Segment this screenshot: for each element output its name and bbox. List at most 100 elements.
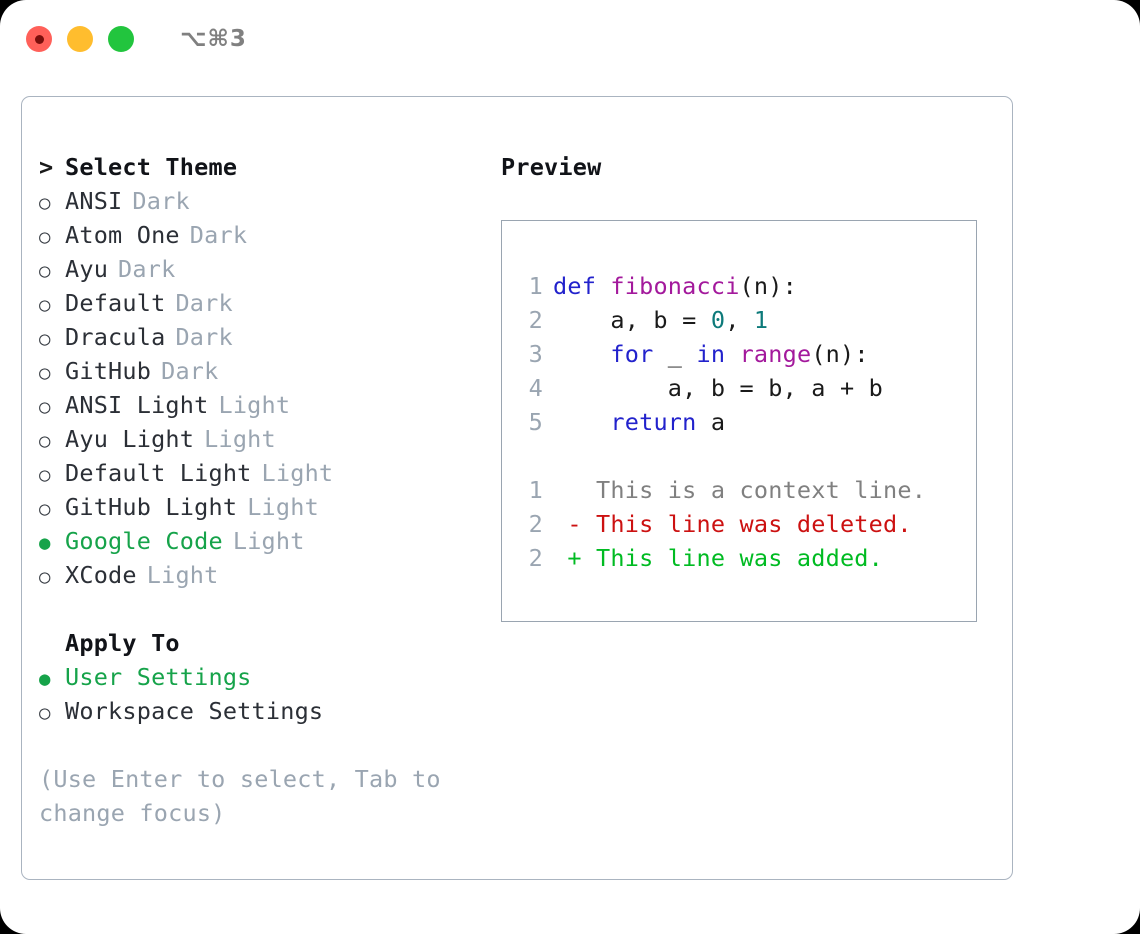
radio-selected-icon[interactable]: ● xyxy=(39,668,51,690)
theme-list-item[interactable]: ○ Atom One Dark xyxy=(39,218,489,252)
radio-unselected-icon[interactable]: ○ xyxy=(39,362,51,384)
theme-list-item[interactable]: ○ Default Dark xyxy=(39,286,489,320)
theme-picker-title: Select Theme xyxy=(65,153,238,181)
theme-picker-heading: > Select Theme xyxy=(39,150,489,184)
radio-unselected-icon[interactable]: ○ xyxy=(39,430,51,452)
caret-icon: > xyxy=(39,153,54,181)
theme-variant-badge: Dark xyxy=(189,221,248,249)
radio-unselected-icon[interactable]: ○ xyxy=(39,498,51,520)
theme-variant-badge: Dark xyxy=(132,187,190,215)
theme-variant-badge: Light xyxy=(232,527,305,555)
code-token: a, b = xyxy=(553,306,711,334)
diff-sample: 1 This is a context line. 2 - This line w… xyxy=(502,473,976,575)
diff-text: - This line was deleted. xyxy=(553,510,912,538)
code-line: 2 a, b = 0, 1 xyxy=(502,303,976,337)
code-token: (n): xyxy=(811,340,869,368)
theme-variant-badge: Dark xyxy=(175,323,233,351)
radio-unselected-icon[interactable]: ○ xyxy=(39,294,51,316)
diff-text: + This line was added. xyxy=(553,544,884,572)
radio-unselected-icon[interactable]: ○ xyxy=(39,226,51,248)
code-diff-gap xyxy=(502,439,976,473)
theme-list-item[interactable]: ○ GitHub Light Light xyxy=(39,490,489,524)
line-number: 2 xyxy=(528,544,543,572)
theme-list-item[interactable]: ○ ANSI Dark xyxy=(39,184,489,218)
code-token: a xyxy=(696,408,726,436)
diff-line: 2 + This line was added. xyxy=(502,541,976,575)
code-token: for xyxy=(610,340,654,368)
theme-variant-badge: Dark xyxy=(161,357,219,385)
window-shortcut-label: ⌥⌘3 xyxy=(180,26,247,52)
radio-unselected-icon[interactable]: ○ xyxy=(39,192,51,214)
apply-to-label: Workspace Settings xyxy=(65,697,324,725)
radio-unselected-icon[interactable]: ○ xyxy=(39,396,51,418)
theme-variant-badge: Light xyxy=(218,391,291,419)
theme-list-item[interactable]: ○ GitHub Dark xyxy=(39,354,489,388)
maximize-button-icon[interactable] xyxy=(108,26,134,52)
code-token: 1 xyxy=(753,306,769,334)
theme-name-label: XCode xyxy=(65,561,137,589)
theme-variant-badge: Dark xyxy=(175,289,233,317)
line-number: 2 xyxy=(528,510,543,538)
code-token xyxy=(553,408,610,436)
theme-name-label: ANSI Light xyxy=(65,391,209,419)
window-controls[interactable] xyxy=(26,26,134,52)
code-line: 5 return a xyxy=(502,405,976,439)
theme-name-label: Atom One xyxy=(65,221,180,249)
apply-to-item[interactable]: ○ Workspace Settings xyxy=(39,694,489,728)
theme-name-label: GitHub xyxy=(65,357,152,385)
theme-variant-badge: Light xyxy=(247,493,319,521)
theme-name-label: GitHub Light xyxy=(65,493,238,521)
line-number: 2 xyxy=(528,306,543,334)
theme-list-item[interactable]: ○ Dracula Dark xyxy=(39,320,489,354)
theme-list-item[interactable]: ○ ANSI Light Light xyxy=(39,388,489,422)
code-line: 4 a, b = b, a + b xyxy=(502,371,976,405)
line-number: 1 xyxy=(528,476,543,504)
code-token: def xyxy=(553,272,611,300)
code-token: 0 xyxy=(710,306,726,334)
apply-to-item[interactable]: ●User Settings xyxy=(39,660,489,694)
apply-to-list: ●User Settings ○ Workspace Settings xyxy=(39,660,489,728)
code-line: 3 for _ in range(n): xyxy=(502,337,976,371)
apply-to-heading: Apply To xyxy=(65,629,180,657)
diff-text: This is a context line. xyxy=(553,476,927,504)
theme-variant-badge: Light xyxy=(146,561,219,589)
radio-unselected-icon[interactable]: ○ xyxy=(39,260,51,282)
code-token: in xyxy=(696,340,726,368)
theme-name-label: Default xyxy=(65,289,166,317)
theme-list-item[interactable]: ○ XCode Light xyxy=(39,558,489,592)
code-token: , xyxy=(725,306,754,334)
theme-name-label: Dracula xyxy=(65,323,166,351)
close-button-icon[interactable] xyxy=(26,26,52,52)
minimize-button-icon[interactable] xyxy=(67,26,93,52)
preview-title: Preview xyxy=(501,153,602,181)
code-token: a, b = b, a + b xyxy=(553,374,884,402)
theme-name-label: ANSI xyxy=(65,187,123,215)
diff-line: 1 This is a context line. xyxy=(502,473,976,507)
radio-selected-icon[interactable]: ● xyxy=(39,532,51,554)
radio-unselected-icon[interactable]: ○ xyxy=(39,702,51,724)
theme-variant-badge: Dark xyxy=(118,255,176,283)
code-token xyxy=(725,340,739,368)
list-spacer xyxy=(39,592,489,626)
line-number: 1 xyxy=(528,272,543,300)
code-token xyxy=(553,340,610,368)
radio-unselected-icon[interactable]: ○ xyxy=(39,328,51,350)
theme-name-label: Ayu Light xyxy=(65,425,195,453)
line-number: 4 xyxy=(528,374,543,402)
radio-unselected-icon[interactable]: ○ xyxy=(39,566,51,588)
theme-variant-badge: Light xyxy=(261,459,334,487)
radio-unselected-icon[interactable]: ○ xyxy=(39,464,51,486)
